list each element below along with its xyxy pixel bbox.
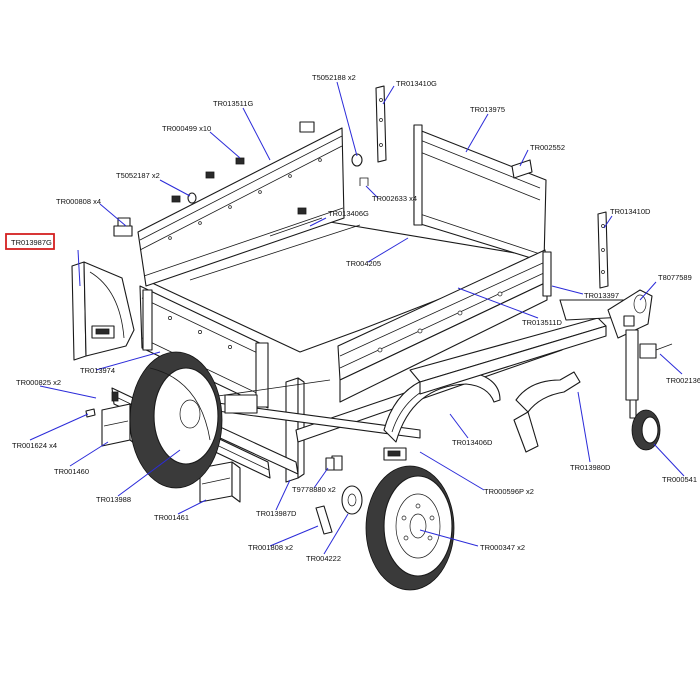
left-side-wall [137,127,345,287]
label-TR004205: TR004205 [346,259,381,268]
tailgate [139,285,269,409]
highlight-box-TR013987G [5,233,55,250]
right-body-lower [339,281,548,403]
bracket [511,159,533,179]
label-TR013406D: TR013406D [452,438,493,447]
pin [187,192,197,204]
label-TR013410D: TR013410D [610,207,651,216]
label-TR013980D: TR013980D [570,463,611,472]
pivot-pin [325,457,335,471]
label-TR001624: TR001624 x4 [12,441,57,450]
label-T5052187: T5052187 x2 [116,171,160,180]
label-TR004222: TR004222 [306,554,341,563]
label-TR001461: TR001461 [154,513,189,522]
label-TR002136: TR002136 [666,376,700,385]
leader-lines [29,81,685,555]
rear-wheel [129,351,223,489]
label-TR013511G: TR013511G [213,99,253,108]
label-TR000347: TR000347 x2 [480,543,525,552]
jockey-wheel [625,329,661,451]
label-TR013987D: TR013987D [256,509,297,518]
front-wheel [365,465,455,591]
label-TR013406G: TR013406G [328,209,369,218]
label-TR001460: TR001460 [54,467,89,476]
label-TR013988: TR013988 [96,495,131,504]
hub-assembly [315,455,363,535]
washer [351,153,363,167]
label-TR000808: TR000808 x4 [56,197,101,206]
reflector-left [111,391,119,402]
corner-post-front-right [542,251,552,297]
hinge-post-right [597,211,609,289]
label-T9778880: T9778880 x2 [292,485,336,494]
label-TR013410G: TR013410G [396,79,437,88]
left-mudguard-post [71,261,135,361]
label-TR013974: TR013974 [80,366,115,375]
jockey-clamp [639,343,673,359]
bulb-left [85,408,96,418]
trailer-drawing [71,85,673,591]
hinges [113,217,133,237]
label-TR013511D: TR013511D [522,318,562,327]
label-TR000541: TR000541 [662,475,697,484]
label-TR013975: TR013975 [470,105,505,114]
part-labels: T5052188 x2 TR013410G TR013511G TR013975… [5,73,700,563]
label-T8077589: T8077589 [658,273,692,282]
hinge-post-left [375,85,387,163]
label-TR002552: TR002552 [530,143,565,152]
label-TR002633: TR002633 x4 [372,194,417,203]
label-TR000499: TR000499 x10 [162,124,211,133]
clip [359,177,369,186]
label-TR001808: TR001808 x2 [248,543,293,552]
label-T5052188: T5052188 x2 [312,73,356,82]
coupling-head [607,289,653,339]
label-TR000596P: TR000596P x2 [484,487,534,496]
rear-light-right [199,461,241,503]
label-TR013987G: TR013987G [11,238,52,247]
label-TR000825: TR000825 x2 [16,378,61,387]
label-TR013397: TR013397 [584,291,619,300]
